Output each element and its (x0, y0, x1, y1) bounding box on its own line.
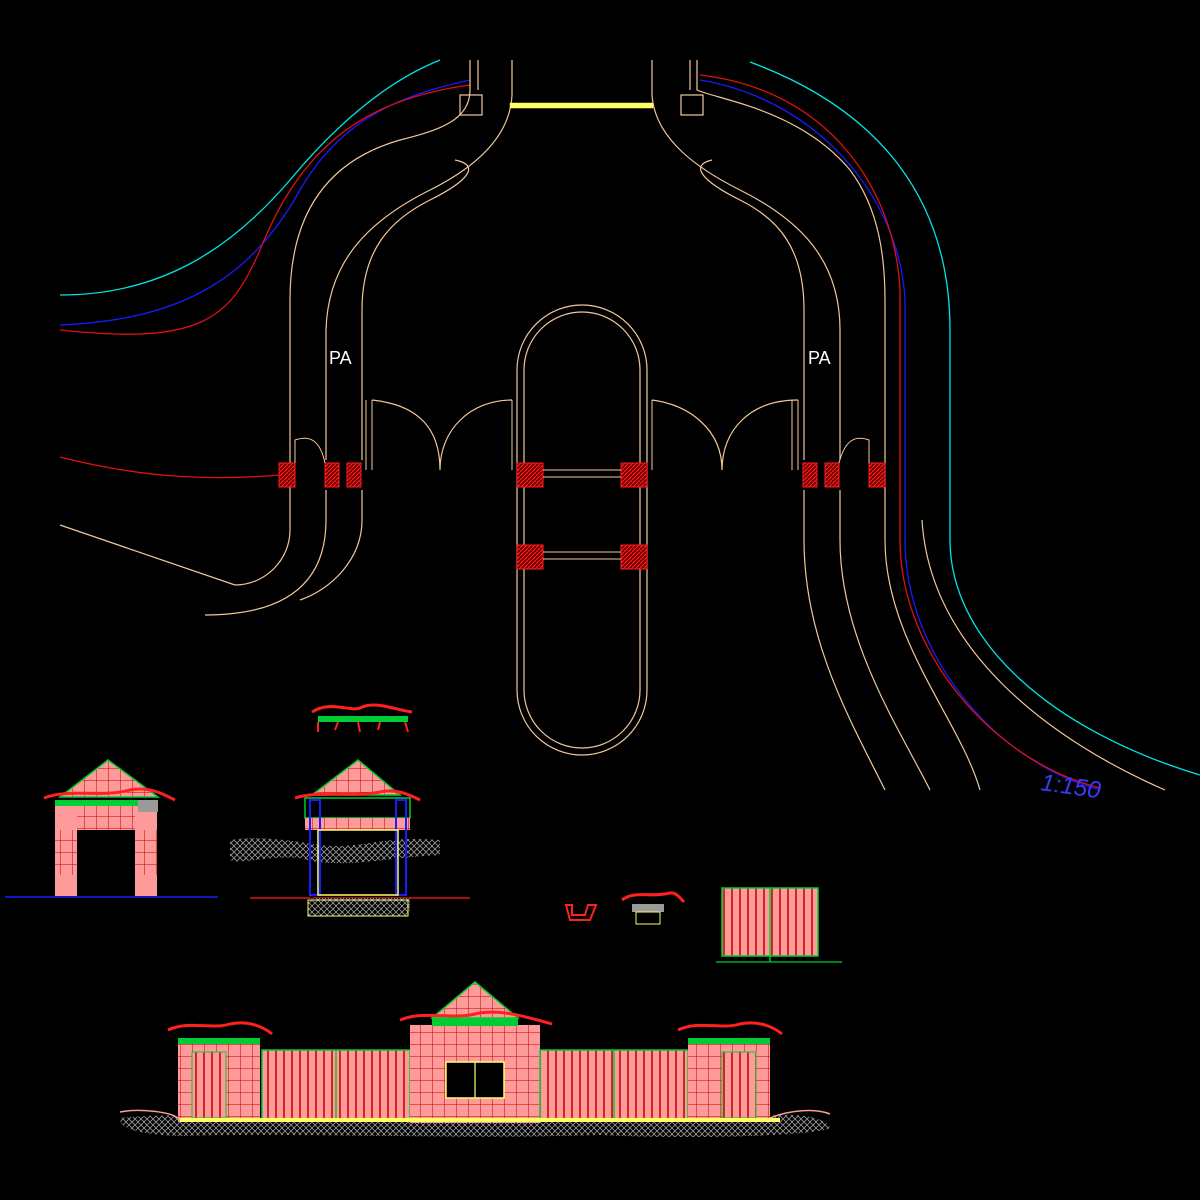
center-gate-post (516, 462, 544, 488)
gatehouse-section (230, 759, 470, 917)
gate-post (824, 462, 840, 488)
top-pillar-left (459, 94, 483, 116)
arch-left (371, 399, 513, 471)
site-plan: PA PA 1:150 (59, 59, 1200, 804)
road-edge-right-outer (696, 60, 981, 791)
central-island-outer (516, 304, 648, 756)
lamp-detail (621, 891, 686, 925)
red-line-left-top (59, 84, 471, 335)
gate-guard-left (294, 437, 326, 464)
road-lower-left (204, 490, 327, 616)
scale-label: 1:150 (1039, 769, 1103, 804)
gate-post (868, 462, 886, 488)
red-line-right-top (699, 74, 1101, 789)
post-detail (564, 904, 598, 921)
island-right (700, 159, 805, 460)
center-gate-post (516, 544, 544, 570)
front-elevation (119, 981, 831, 1138)
road-lower-right-c (921, 519, 1166, 791)
road-lower-right-b (839, 490, 931, 791)
lane-label-right: PA (808, 348, 831, 368)
top-gate-bar (509, 102, 654, 109)
boundary-line-lower-left (59, 524, 236, 586)
canopy-detail (311, 703, 413, 733)
red-line-left-mid (59, 456, 281, 479)
road-edge-right-inner (651, 60, 841, 460)
gate-post (324, 462, 340, 488)
center-gate-post (620, 462, 648, 488)
gate-post (278, 462, 296, 488)
top-pillar-right (680, 94, 704, 116)
gate-panel-detail (716, 887, 842, 963)
road-lower-left-inner (299, 490, 363, 601)
lane-label-left: PA (329, 348, 352, 368)
road-edge-left-inner (325, 60, 513, 460)
arch-right (651, 399, 799, 471)
boundary-line-right (749, 61, 1200, 776)
road-lower-right-a (803, 490, 886, 791)
central-island-inner (523, 311, 641, 749)
gate-guard-right (838, 437, 870, 464)
road-edge-left-outer (234, 60, 471, 586)
boundary-line-left (59, 59, 441, 296)
island-left (361, 159, 470, 460)
gate-post (802, 462, 818, 488)
gate-post (346, 462, 362, 488)
center-gate-post (620, 544, 648, 570)
blue-line-left (59, 79, 471, 326)
gatehouse-elevation-left (5, 759, 218, 898)
